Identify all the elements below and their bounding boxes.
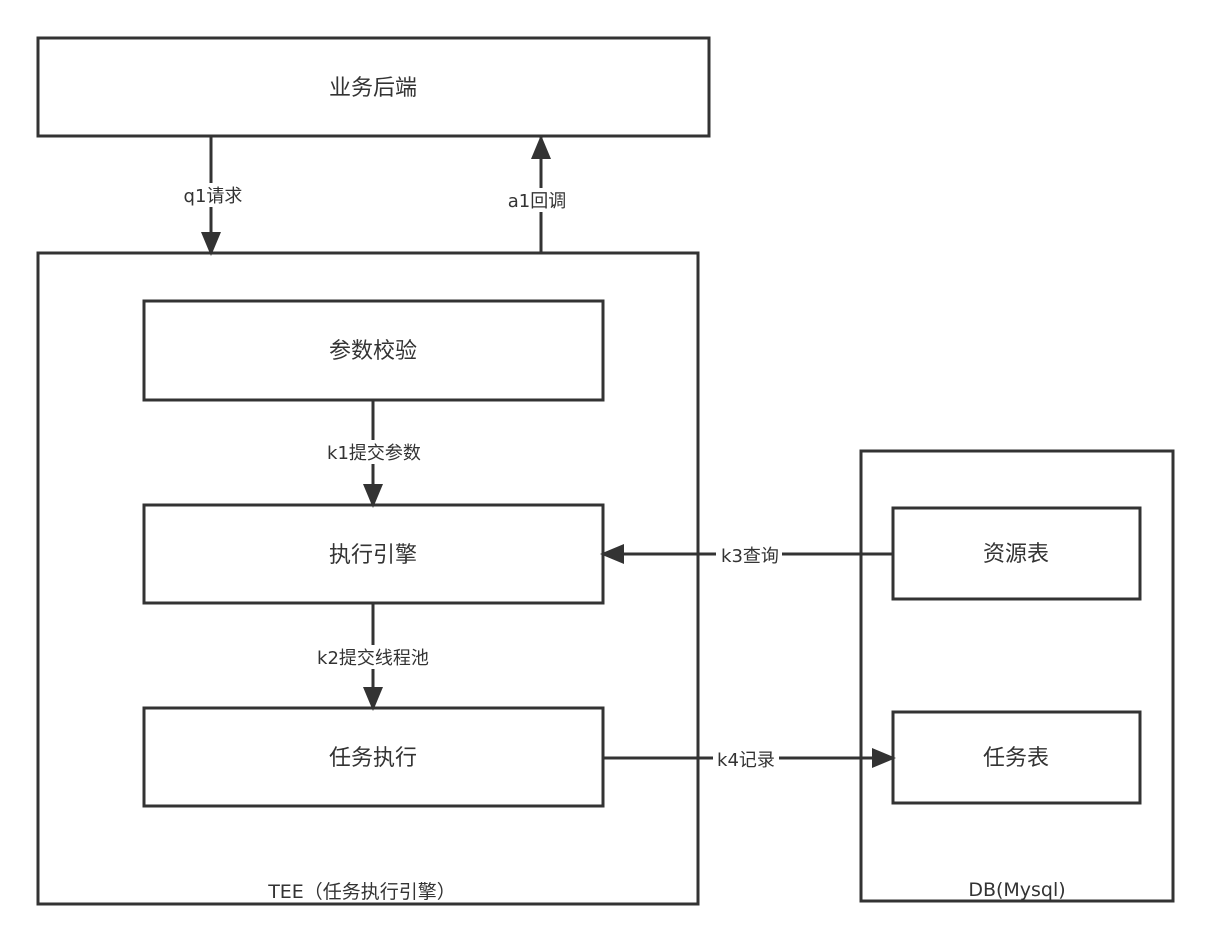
edge-k4-record: k4记录 [603, 747, 896, 771]
edge-k2-label: k2提交线程池 [317, 648, 429, 669]
business-backend-label: 业务后端 [329, 76, 417, 101]
task-exec-label: 任务执行 [329, 746, 417, 771]
edge-k3-label: k3查询 [721, 546, 779, 567]
param-check-label: 参数校验 [329, 339, 417, 364]
exec-engine-label: 执行引擎 [329, 543, 417, 568]
edge-k3-query: k3查询 [600, 543, 893, 567]
edge-k1-label: k1提交参数 [327, 443, 421, 464]
resource-table-node: 资源表 [891, 506, 1142, 601]
edge-k2-submit-threadpool: k2提交线程池 [310, 603, 436, 711]
edge-k1-submit-params: k1提交参数 [318, 400, 430, 508]
tee-container-label: TEE（任务执行引擎） [267, 881, 456, 903]
task-exec-node: 任务执行 [142, 706, 605, 808]
edge-a1-label: a1回调 [508, 191, 566, 212]
task-table-label: 任务表 [983, 746, 1049, 771]
edge-q1-label: q1请求 [184, 186, 243, 207]
edge-k4-label: k4记录 [717, 750, 775, 771]
edge-a1-callback: a1回调 [502, 135, 574, 253]
resource-table-label: 资源表 [983, 542, 1049, 567]
db-container-label: DB(Mysql) [968, 879, 1065, 901]
exec-engine-node: 执行引擎 [142, 503, 605, 605]
param-check-node: 参数校验 [142, 299, 605, 402]
edge-q1-request: q1请求 [178, 136, 248, 256]
business-backend-node: 业务后端 [36, 36, 711, 138]
task-table-node: 任务表 [891, 710, 1142, 805]
